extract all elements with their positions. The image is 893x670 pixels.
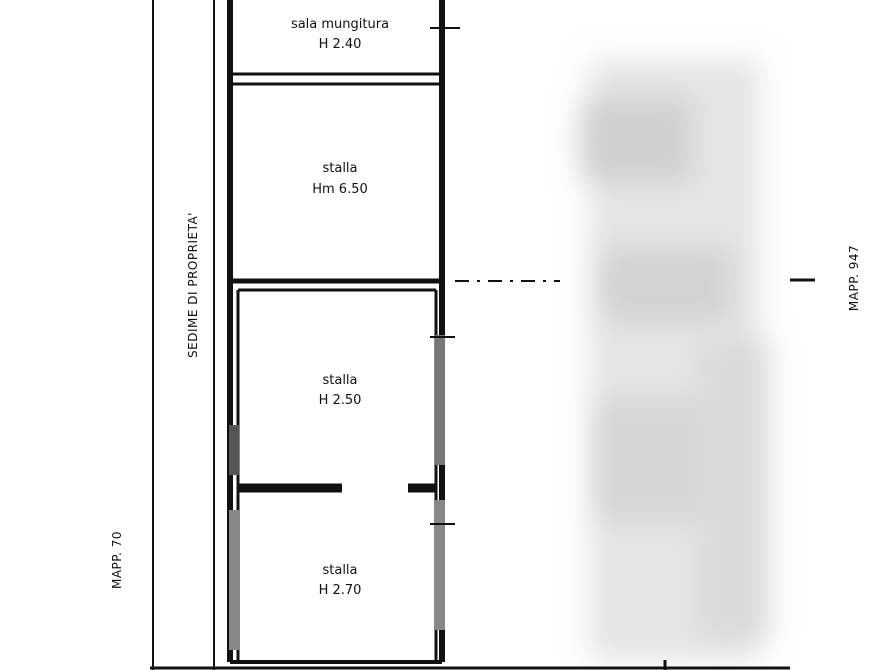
room-0-height: H 2.40 [319, 37, 362, 52]
room-3-height: H 2.70 [319, 583, 362, 598]
blurred-area [580, 60, 770, 660]
room-2-height: H 2.50 [319, 393, 362, 408]
property-boundary-lines [152, 0, 215, 670]
building-outline [150, 0, 815, 670]
room-1-name: stalla [322, 161, 357, 176]
property-boundary-label: SEDIME DI PROPRIETA' [186, 212, 200, 358]
map-right-label: MAPP. 947 [847, 245, 861, 311]
room-2-name: stalla [322, 373, 357, 388]
room-0-name: sala mungitura [291, 17, 389, 32]
room-1-height: Hm 6.50 [312, 182, 368, 197]
map-left-label: MAPP. 70 [110, 531, 124, 589]
room-3-name: stalla [322, 563, 357, 578]
